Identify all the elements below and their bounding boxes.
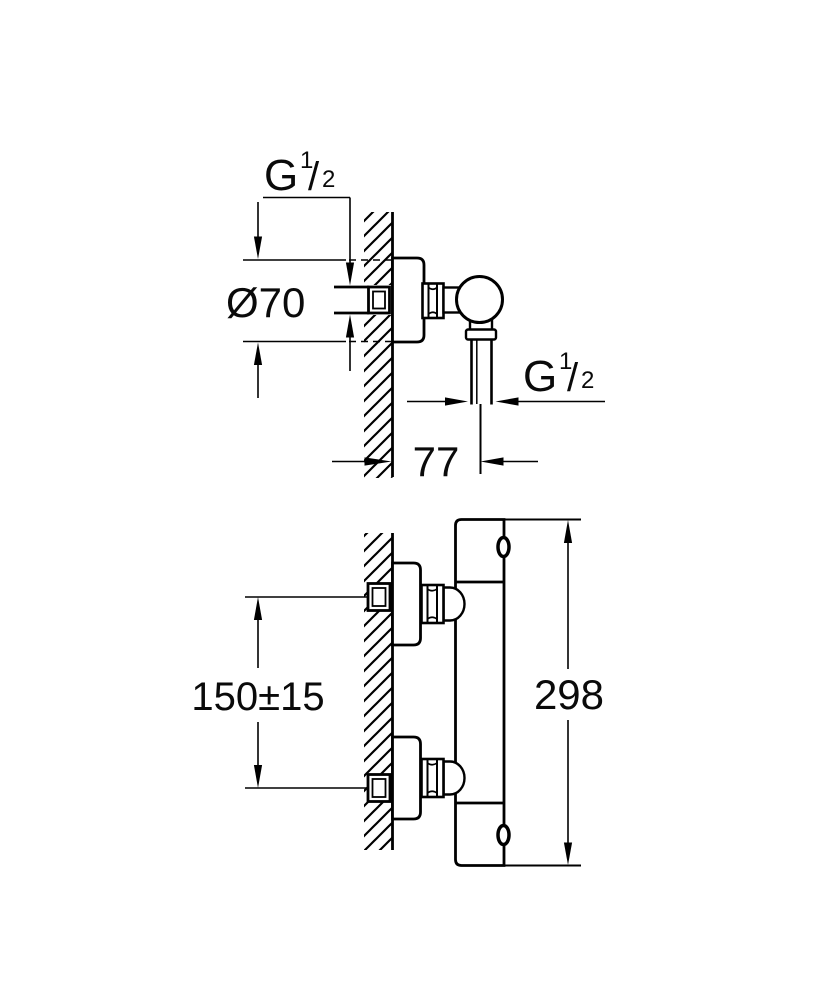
thermostat-body [454, 518, 506, 867]
wall-hatching [364, 212, 393, 478]
outlet-collar [464, 328, 498, 341]
dimension-connection-spacing: 150±15 [191, 597, 325, 788]
inlet-thread-slash: / [308, 155, 320, 199]
screw-boss-lower [496, 823, 511, 847]
wall-union-fitting [367, 285, 391, 315]
supply-pipe [334, 285, 369, 315]
dimension-inlet-thread: G 1 / 2 [263, 147, 355, 371]
escutcheon-upper [391, 561, 422, 647]
arrowhead-up [345, 314, 355, 338]
outlet-ball [455, 275, 504, 324]
outlet-thread-label: G [523, 352, 557, 401]
arrowhead-left [480, 457, 504, 466]
arrowhead-down [345, 262, 355, 286]
front-view: 150±15 298 [191, 518, 604, 867]
dimension-wall-to-outlet: 77 [332, 438, 538, 485]
inlet-thread-numerator: 1 [300, 147, 313, 174]
wall-union-fitting-upper [366, 582, 392, 612]
union-dome-lower [442, 760, 466, 796]
union-dome-upper [442, 586, 466, 622]
arrowhead-down [253, 236, 263, 259]
outlet-thread-denominator: 2 [581, 367, 594, 394]
inlet-thread-label: G [264, 151, 298, 200]
body-length-label: 298 [534, 671, 604, 718]
arrowhead-up [253, 597, 263, 620]
outlet-thread-slash: / [567, 356, 579, 400]
arrowhead-down [563, 842, 573, 865]
inlet-thread-denominator: 2 [322, 166, 335, 193]
top-view: G 1 / 2 Ø70 G 1 / 2 [226, 147, 605, 485]
dimension-escutcheon-diameter: Ø70 [226, 202, 391, 398]
dimension-outlet-thread: G 1 / 2 [407, 348, 605, 406]
outlet-thread-numerator: 1 [559, 348, 572, 375]
hex-nut-lower [420, 757, 445, 799]
dimension-body-length: 298 [504, 518, 604, 867]
arrowhead-right [445, 397, 468, 406]
escutcheon [391, 256, 426, 344]
arrowhead-down [253, 765, 263, 788]
escutcheon-lower [391, 735, 422, 821]
arrowhead-up [253, 342, 263, 365]
arrowhead-right [364, 457, 392, 466]
arrowhead-left [495, 397, 519, 406]
outlet-pipe [470, 339, 493, 474]
arrowhead-up [563, 520, 573, 543]
hex-nut [421, 282, 445, 320]
connection-spacing-label: 150±15 [191, 675, 324, 719]
screw-boss-upper [496, 535, 511, 559]
wall-union-fitting-lower [366, 773, 392, 803]
wall-to-outlet-label: 77 [413, 438, 460, 485]
escutcheon-diameter-label: Ø70 [226, 279, 305, 326]
hex-nut-upper [420, 583, 445, 625]
